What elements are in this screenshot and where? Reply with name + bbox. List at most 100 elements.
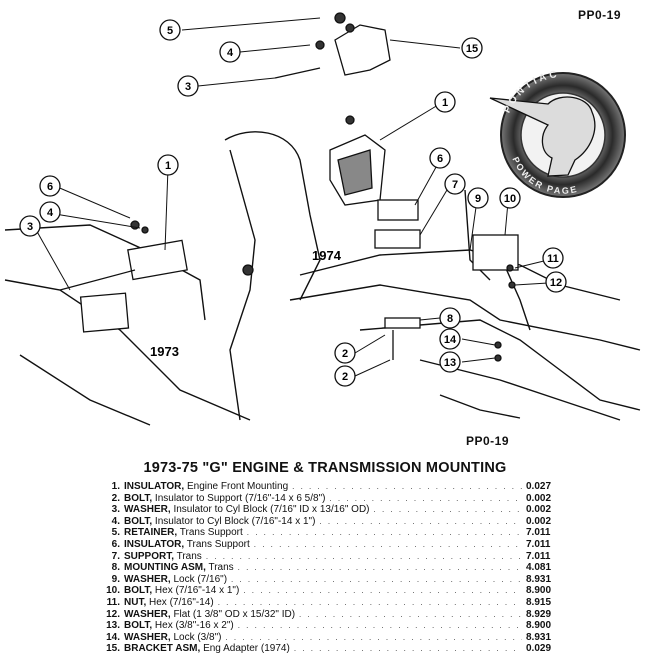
leader-lines [34, 17, 549, 377]
item-detail: Insulator to Cyl Block (7/16" ID x 13/16… [170, 504, 370, 516]
parts-list-row: 2. BOLT, Insulator to Support (7/16"-14 x… [96, 493, 566, 505]
pontiac-power-page-logo: PONTIAC POWER PAGE [489, 69, 626, 198]
callout-5: 6 [429, 147, 451, 169]
leader-dots [238, 620, 522, 632]
item-detail: Engine Front Mounting [184, 481, 289, 492]
group-number: 0.027 [526, 481, 552, 492]
group-number: 7.011 [526, 527, 551, 539]
item-detail: Hex (3/8"-16 x 2") [152, 620, 234, 632]
svg-text:1: 1 [442, 97, 448, 109]
svg-text:4: 4 [227, 47, 234, 59]
item-number: 2. [111, 492, 120, 504]
callout-12: 14 [439, 328, 461, 350]
callout-6-bottom: 8 [439, 307, 461, 329]
item-number: 12. [106, 608, 120, 620]
svg-text:5: 5 [167, 25, 173, 37]
item-detail: Trans Support [184, 538, 250, 550]
svg-text:9: 9 [475, 193, 481, 205]
svg-text:8: 8 [447, 313, 453, 325]
parts-list-row: 5.RETAINER, Trans Support7.011 [96, 527, 566, 539]
item-description: INSULATOR, Engine Front Mounting [124, 481, 288, 493]
item-name: SUPPORT, [124, 550, 175, 562]
group-number: 8.929 [526, 608, 552, 620]
svg-text:4: 4 [47, 207, 54, 219]
parts-list-row: 6.INSULATOR, Trans Support7.011 [96, 539, 566, 551]
item-number: 5. [111, 527, 120, 539]
svg-text:6: 6 [437, 153, 443, 165]
callout-1-left: 1 [157, 154, 179, 176]
item-description: BOLT, Insulator to Support (7/16"-14 x 6… [124, 493, 325, 505]
svg-text:1: 1 [165, 160, 171, 172]
item-name: INSULATOR, [124, 481, 185, 492]
item-description: WASHER, Insulator to Cyl Block (7/16" ID… [124, 504, 370, 516]
svg-text:13: 13 [444, 357, 456, 369]
parts-list-row: 3.WASHER, Insulator to Cyl Block (7/16" … [96, 504, 566, 516]
svg-text:15: 15 [466, 43, 478, 55]
item-number: 8. [111, 562, 120, 574]
item-name: INSULATOR, [124, 538, 185, 550]
item-detail: Lock (7/16") [170, 573, 228, 585]
item-name: BOLT, [124, 515, 153, 527]
item-description: INSULATOR, Trans Support [124, 539, 250, 551]
leader-dots [374, 504, 522, 516]
leader-dots [254, 539, 522, 551]
parts-list-row: 10.BOLT, Hex (7/16"-14 x 1")8.900 [96, 585, 566, 597]
item-number: 4. [111, 515, 120, 527]
callout-4-top: 5 [159, 19, 181, 41]
item-name: BOLT, [124, 585, 153, 597]
item-description: WASHER, Lock (3/8") [124, 632, 221, 644]
item-name: RETAINER, [124, 527, 178, 539]
svg-text:2: 2 [342, 371, 348, 383]
callout-9: 11 [542, 247, 564, 269]
item-detail: Trans [205, 562, 234, 574]
parts-list-row: 11.NUT, Hex (7/16"-14)8.915 [96, 597, 566, 609]
svg-text:2: 2 [342, 348, 348, 360]
item-description: BRACKET ASM, Eng Adapter (1974) [124, 643, 290, 655]
item-number: 15. [106, 643, 120, 655]
parts-list-row: 1.INSULATOR, Engine Front Mounting0.027 [96, 481, 566, 493]
item-description: SUPPORT, Trans [124, 551, 202, 563]
group-number: 8.900 [526, 620, 552, 632]
svg-text:3: 3 [185, 81, 191, 93]
leader-dots [299, 609, 522, 621]
group-number: 8.900 [526, 585, 552, 597]
parts-list-row: 14.WASHER, Lock (3/8")8.931 [96, 632, 566, 644]
leader-dots [292, 481, 522, 493]
leader-dots [319, 516, 522, 528]
leader-dots [294, 643, 522, 655]
item-detail: Flat (1 3/8" OD x 15/32" ID) [170, 608, 296, 620]
parts-list: 1.INSULATOR, Engine Front Mounting0.0272… [96, 481, 566, 655]
callout-1-top: 1 [434, 91, 456, 113]
item-number: 13. [106, 620, 120, 632]
exploded-diagram: 5 4 3 15 1 1 6 4 3 6 7 9 10 11 12 8 14 1… [4, 12, 641, 426]
callout-badges: 5 4 3 15 1 1 6 4 3 6 7 9 10 11 12 8 14 1… [19, 19, 567, 387]
svg-text:3: 3 [27, 221, 33, 233]
item-name: NUT, [124, 596, 147, 608]
item-description: WASHER, Flat (1 3/8" OD x 15/32" ID) [124, 609, 295, 621]
item-detail: Trans [174, 550, 202, 562]
section-title: 1973-75 "G" ENGINE & TRANSMISSION MOUNTI… [143, 460, 507, 476]
item-number: 9. [111, 573, 120, 585]
mount-1973 [59, 220, 188, 333]
svg-text:11: 11 [547, 253, 559, 265]
item-detail: Lock (3/8") [170, 631, 222, 643]
group-number: 8.931 [526, 573, 552, 585]
page-code-top: PP0-19 [578, 8, 622, 22]
year-label-1974: 1974 [312, 248, 342, 263]
svg-text:12: 12 [550, 277, 562, 289]
callout-3-top: 4 [219, 41, 241, 63]
leader-dots [329, 493, 522, 505]
leader-dots [247, 527, 522, 539]
item-description: NUT, Hex (7/16"-14) [124, 597, 214, 609]
svg-text:6: 6 [47, 181, 53, 193]
item-detail: Hex (7/16"-14) [146, 596, 214, 608]
callout-2-left: 3 [19, 215, 41, 237]
item-number: 14. [106, 631, 120, 643]
callout-7: 9 [467, 187, 489, 209]
item-name: BRACKET ASM, [124, 643, 201, 655]
item-name: WASHER, [124, 504, 171, 516]
group-number: 0.002 [526, 504, 552, 516]
callout-4-left: 6 [39, 175, 61, 197]
svg-text:10: 10 [504, 193, 516, 205]
leader-dots [243, 585, 522, 597]
